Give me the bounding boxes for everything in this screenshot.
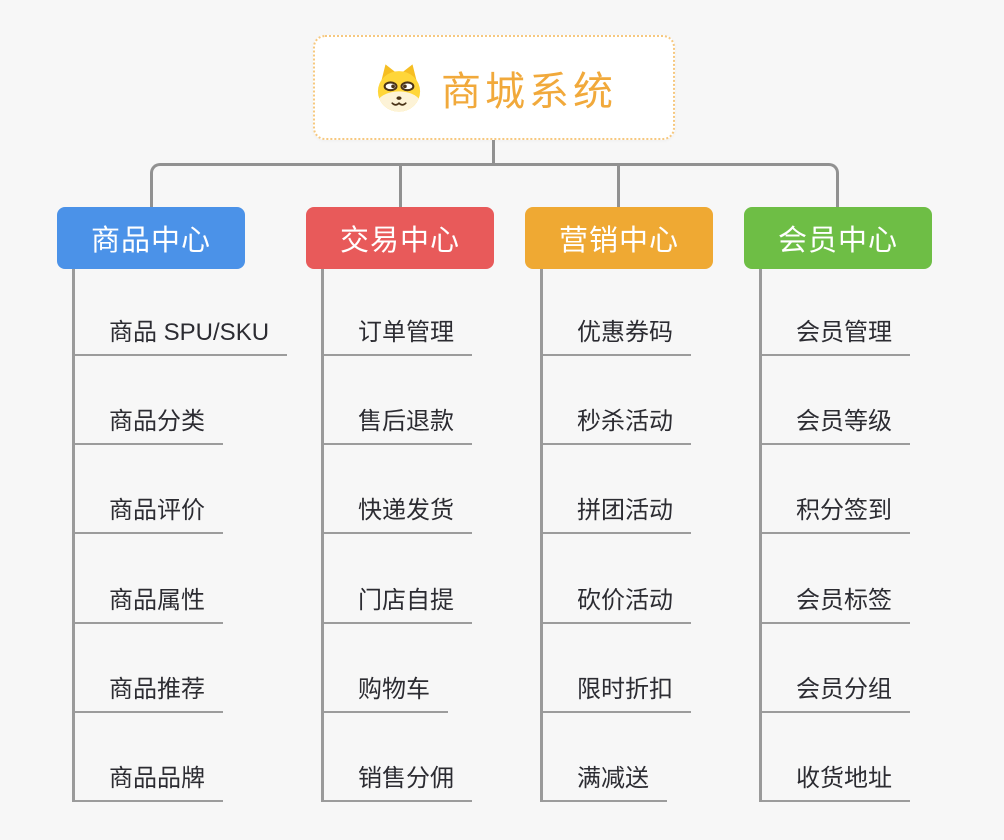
root-topic-label: 商城系统: [441, 69, 617, 114]
leaf-topic[interactable]: 商品 SPU/SKU: [75, 318, 288, 356]
branch-product-children: 商品 SPU/SKU 商品分类 商品评价 商品属性 商品推荐 商品品牌: [72, 269, 315, 802]
leaf-topic[interactable]: 售后退款: [324, 407, 472, 445]
connector-drop-branch-2: [399, 164, 402, 207]
leaf-topic[interactable]: 商品品牌: [75, 764, 223, 802]
leaf-topic[interactable]: 砍价活动: [543, 586, 691, 624]
leaf-topic[interactable]: 会员标签: [762, 586, 910, 624]
leaf-topic[interactable]: 拼团活动: [543, 496, 691, 534]
leaf-topic[interactable]: 购物车: [324, 675, 448, 713]
leaf-topic[interactable]: 会员分组: [762, 675, 910, 713]
leaf-topic[interactable]: 商品属性: [75, 586, 223, 624]
leaf-topic[interactable]: 会员等级: [762, 407, 910, 445]
branch-marketing-children: 优惠券码 秒杀活动 拼团活动 砍价活动 限时折扣 满减送: [540, 269, 783, 802]
leaf-topic[interactable]: 订单管理: [324, 318, 472, 356]
branch-marketing-center[interactable]: 营销中心: [525, 207, 713, 269]
leaf-topic[interactable]: 快递发货: [324, 496, 472, 534]
leaf-topic[interactable]: 收货地址: [762, 764, 910, 802]
leaf-topic[interactable]: 满减送: [543, 764, 667, 802]
dog-face-icon: [377, 63, 421, 112]
branch-member-children: 会员管理 会员等级 积分签到 会员标签 会员分组 收货地址: [759, 269, 1002, 802]
leaf-topic[interactable]: 销售分佣: [324, 764, 472, 802]
leaf-topic[interactable]: 商品推荐: [75, 675, 223, 713]
leaf-topic[interactable]: 秒杀活动: [543, 407, 691, 445]
branch-member-center[interactable]: 会员中心: [744, 207, 932, 269]
leaf-topic[interactable]: 门店自提: [324, 586, 472, 624]
leaf-topic[interactable]: 商品评价: [75, 496, 223, 534]
connector-root-drop: [492, 140, 495, 164]
branch-product-center[interactable]: 商品中心: [57, 207, 245, 269]
connector-drop-branch-3: [617, 164, 620, 207]
leaf-topic[interactable]: 商品分类: [75, 407, 223, 445]
leaf-topic[interactable]: 限时折扣: [543, 675, 691, 713]
root-topic[interactable]: 商城系统: [313, 35, 675, 140]
leaf-topic[interactable]: 优惠券码: [543, 318, 691, 356]
branch-trade-center[interactable]: 交易中心: [306, 207, 494, 269]
leaf-topic[interactable]: 积分签到: [762, 496, 910, 534]
branch-trade-children: 订单管理 售后退款 快递发货 门店自提 购物车 销售分佣: [321, 269, 564, 802]
leaf-topic[interactable]: 会员管理: [762, 318, 910, 356]
connector-bus: [150, 163, 839, 207]
